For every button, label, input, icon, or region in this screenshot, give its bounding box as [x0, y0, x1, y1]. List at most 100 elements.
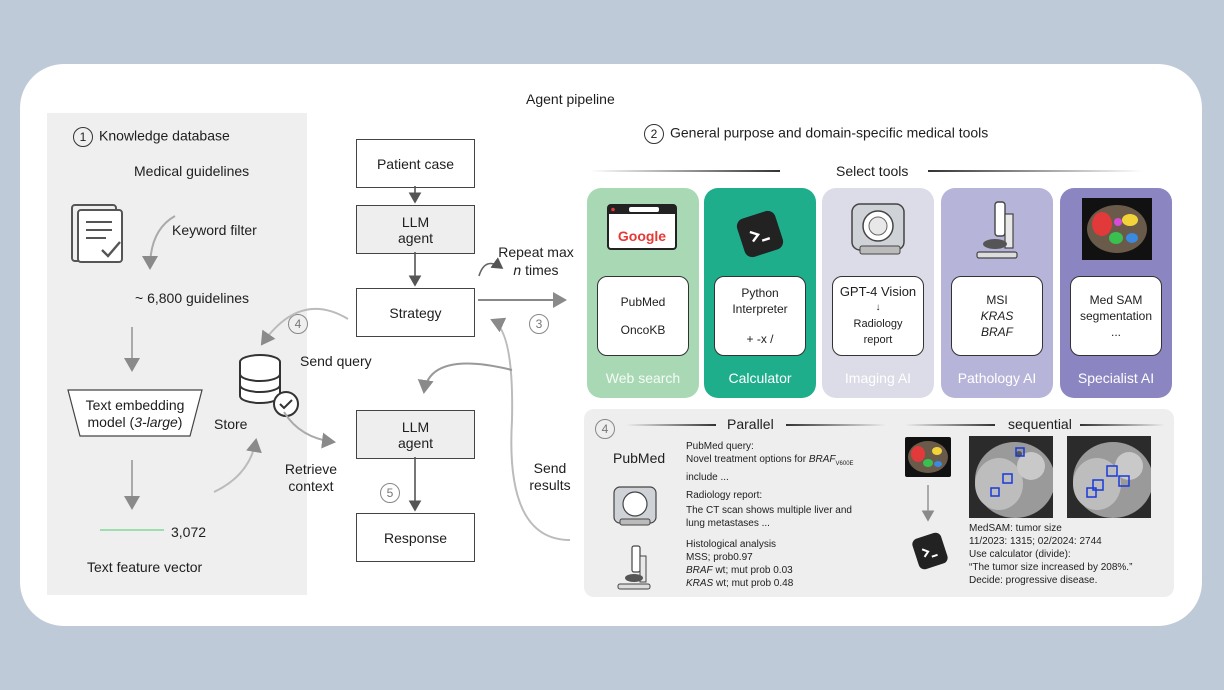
tool-line: Med SAM: [1089, 293, 1143, 307]
web-search-inner: PubMed OncoKB: [597, 276, 689, 356]
sequential-line-left: [905, 424, 995, 426]
repeat-n: n: [513, 262, 522, 278]
embed-model-name: 3-large: [134, 414, 178, 430]
document-check-icon: [71, 204, 123, 263]
pubmed-gene: BRAF: [808, 454, 836, 465]
tool-line: Python: [741, 286, 779, 300]
seq-line: “The tumor size increased by 208%.”: [969, 562, 1133, 573]
ct-abdomen-small-icon: [905, 437, 951, 477]
imaging-inner: GPT-4 Vision ↓ Radiology report: [832, 276, 924, 356]
embed-line1: Text embedding: [85, 397, 185, 413]
repeat-label: Repeat max n times: [494, 243, 578, 279]
embedding-model-shape: [67, 389, 203, 437]
parallel-line-left: [626, 424, 716, 426]
mri-scanner-small-icon: [613, 486, 657, 526]
guidelines-count: ~ 6,800 guidelines: [135, 290, 250, 306]
tool-line: KRAS: [980, 309, 1014, 323]
agent-word: agent: [397, 434, 434, 451]
send-results-arrow: [490, 317, 571, 541]
results-word: results: [529, 477, 571, 493]
tools-title: General purpose and domain-specific medi…: [670, 124, 989, 141]
strategy-box: Strategy: [356, 288, 475, 337]
microscope-small-icon: [617, 545, 651, 590]
step-3-marker: 3: [529, 314, 549, 334]
liver-ct-image-1: [969, 436, 1053, 518]
liver-ct-image-2: [1067, 436, 1151, 518]
pubmed-subscript: V600E: [835, 461, 854, 467]
retrieve-context-label: Retrieve context: [281, 461, 341, 495]
context-word: context: [288, 478, 334, 494]
tools-heading: 2 General purpose and domain-specific med…: [644, 124, 988, 144]
repeat-times: times: [521, 262, 559, 278]
embed-post: ): [177, 414, 183, 430]
parallel-line-right: [786, 424, 886, 426]
repeat-loop-arrow: [478, 257, 504, 277]
repeat-line1: Repeat max: [498, 244, 574, 260]
tool-label: Imaging AI: [844, 370, 912, 386]
medical-guidelines-label: Medical guidelines: [134, 163, 250, 179]
histo-gene: KRAS: [686, 578, 714, 589]
histo-msi: MSS; prob0.97: [686, 552, 753, 563]
histology-text: Histological analysis MSS; prob0.97 BRAF…: [686, 538, 886, 590]
keyword-filter-arrow: [142, 215, 176, 270]
tool-line: Interpreter: [732, 302, 788, 316]
browser-google-icon: [607, 204, 677, 250]
terminal-small-icon: [912, 532, 948, 570]
llm-word: LLM: [401, 418, 430, 435]
tool-label: Pathology AI: [957, 370, 1037, 386]
knowledge-database-panel: [47, 113, 307, 595]
pubmed-text: Novel treatment options for: [686, 454, 809, 465]
step-number: 2: [644, 124, 664, 144]
embedding-model-label: Text embedding model (3-large): [66, 397, 204, 431]
tool-label: Calculator: [728, 370, 792, 386]
tool-label: Specialist AI: [1077, 370, 1155, 386]
radio-text2: lung metastases ...: [686, 518, 770, 529]
parallel-label: Parallel: [727, 416, 774, 432]
tool-web-search: Google PubMed OncoKB Web search: [587, 188, 699, 398]
tool-imaging-ai: GPT-4 Vision ↓ Radiology report Imaging …: [822, 188, 934, 398]
store-arrow: [213, 438, 262, 493]
tool-calculator: Python Interpreter + -x / Calculator: [704, 188, 816, 398]
sequential-label: sequential: [1008, 416, 1072, 432]
pubmed-query-text: PubMed query: Novel treatment options fo…: [686, 440, 886, 484]
seq-line: Use calculator (divide):: [969, 549, 1071, 560]
tool-line: Radiology: [853, 318, 903, 330]
radiology-report-text: Radiology report: The CT scan shows mult…: [686, 489, 886, 530]
tool-line: GPT-4 Vision: [839, 284, 917, 299]
ct-abdomen-icon: [1082, 198, 1152, 260]
tool-pathology-ai: MSI KRAS BRAF Pathology AI: [941, 188, 1053, 398]
pubmed-title: PubMed query:: [686, 441, 754, 452]
specialist-inner: Med SAM segmentation ...: [1070, 276, 1162, 356]
send-results-label: Send results: [524, 460, 576, 494]
histo-title: Histological analysis: [686, 539, 777, 550]
llm-word: LLM: [401, 213, 430, 230]
tool-label: Web search: [605, 370, 681, 386]
pubmed-logo: PubMed: [613, 450, 666, 466]
database-check-icon: [239, 354, 299, 417]
tool-line: BRAF: [980, 325, 1013, 339]
select-tools-label: Select tools: [836, 163, 909, 179]
sequential-text: MedSAM: tumor size 11/2023: 1315; 02/202…: [969, 522, 1169, 587]
step-4-results-marker: 4: [595, 419, 615, 439]
feature-vector-line: [100, 529, 164, 531]
diagram-title: Agent pipeline: [526, 91, 615, 107]
vector-dimension: 3,072: [171, 524, 207, 540]
tool-line: report: [863, 334, 893, 346]
send-word: Send: [533, 460, 567, 476]
pubmed-text2: include ...: [686, 472, 729, 483]
tool-line: PubMed: [620, 295, 666, 309]
keyword-filter-label: Keyword filter: [172, 222, 257, 238]
calculator-inner: Python Interpreter + -x /: [714, 276, 806, 356]
retrieve-arrow: [283, 411, 336, 449]
down-arrow-icon: ↓: [875, 302, 881, 313]
tool-line: OncoKB: [620, 323, 666, 337]
seq-line: Decide: progressive disease.: [969, 575, 1098, 586]
response-box: Response: [356, 513, 475, 562]
retrieve-word: Retrieve: [284, 461, 338, 477]
step-5-marker: 5: [380, 483, 400, 503]
seq-line: MedSAM: tumor size: [969, 523, 1062, 534]
